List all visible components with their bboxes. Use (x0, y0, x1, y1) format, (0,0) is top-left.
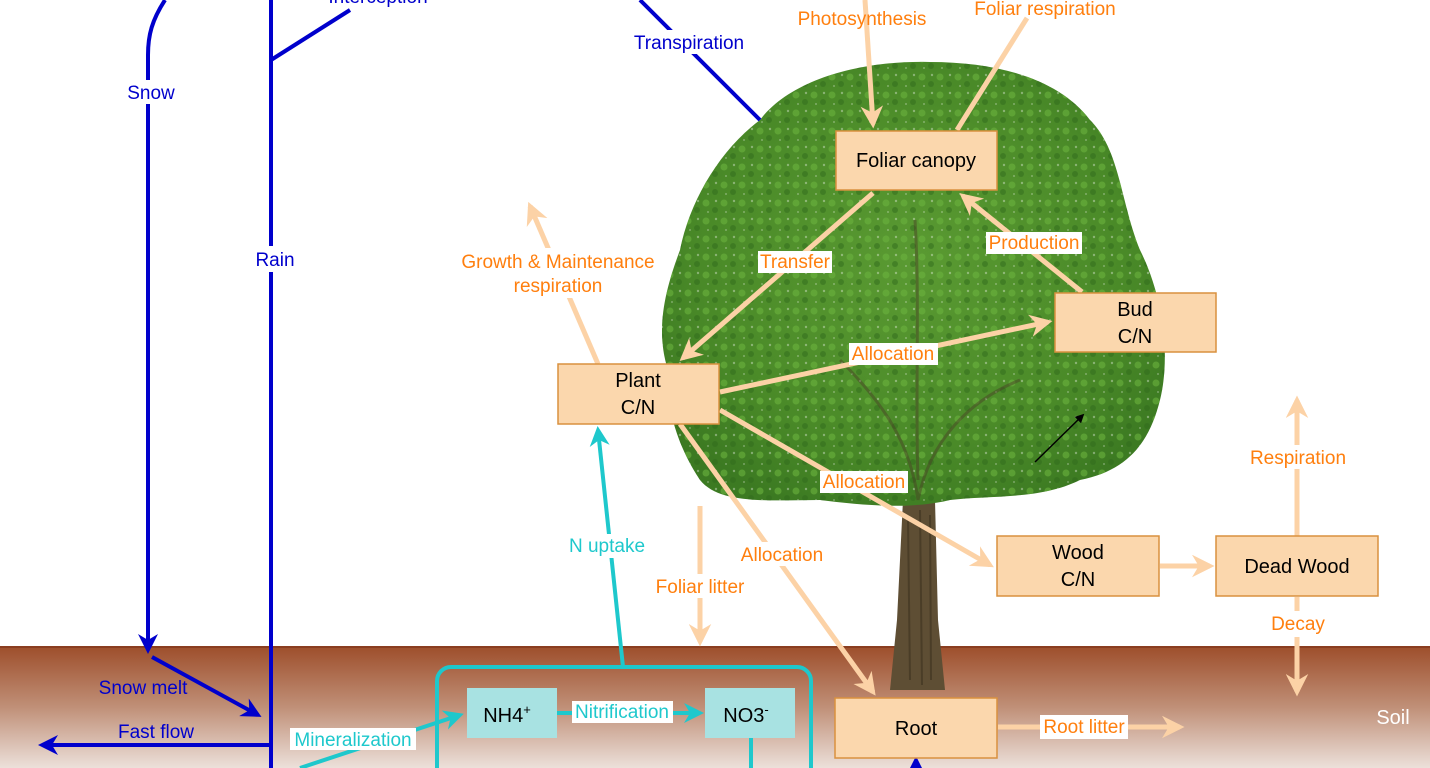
root-box (834, 697, 998, 759)
plant-cn-label: C/N (621, 397, 655, 419)
label-backgrounds (290, 232, 1128, 750)
respiration-label: Respiration (1250, 448, 1346, 469)
nitrification-label: Nitrification (575, 702, 669, 723)
snow-arrow (138, 0, 167, 654)
decay-label: Decay (1271, 614, 1325, 635)
mineralization-label: Mineralization (294, 730, 411, 751)
water-flows (38, 0, 926, 768)
snow-label: Snow (127, 83, 175, 104)
nh4-label: NH4+ (483, 702, 531, 727)
black-annotation-arrow (1034, 413, 1085, 463)
transfer-label: Transfer (760, 252, 831, 273)
tree-trunk-texture (907, 509, 932, 686)
production-label-bg (986, 232, 1082, 254)
transpiration-label: Transpiration (634, 33, 744, 54)
transfer-arrow (679, 191, 875, 361)
root-label: Root (895, 718, 938, 740)
fast-flow-label: Fast flow (118, 722, 194, 743)
interception-label: Interception (328, 0, 427, 8)
foliar-litter-label-mask (650, 574, 750, 598)
root-litter-label-bg (1040, 715, 1128, 739)
transpiration-line (638, 0, 762, 122)
respiration-label-mask (1245, 445, 1350, 469)
tree-canopy-texture (661, 61, 1165, 506)
allocation-wood-label-bg (820, 471, 908, 493)
soil-label: Soil (1376, 707, 1409, 729)
allocation-root-label-mask (737, 542, 827, 566)
production-label: Production (989, 233, 1080, 254)
tree-trunk (890, 500, 945, 690)
interception-line (269, 8, 352, 62)
allocation-root-label: Allocation (741, 545, 823, 566)
foliar-respiration-label: Foliar respiration (974, 0, 1116, 20)
wood-label: Wood (1052, 542, 1104, 564)
foliar-respiration-line (954, 16, 1030, 132)
allocation-bud-label: Allocation (852, 344, 934, 365)
pool-boxes: Foliar canopy Bud C/N Plant C/N Wood C/N… (467, 130, 1379, 759)
plant-label: Plant (615, 370, 661, 392)
bud-label: Bud (1117, 299, 1153, 321)
rain-label: Rain (255, 250, 294, 271)
no3-label: NO3- (723, 702, 768, 727)
wood-cn-label: C/N (1061, 569, 1095, 591)
mineralization-label-bg (290, 728, 416, 750)
photosynthesis-arrow (860, 0, 884, 129)
growth-label-mask (452, 248, 664, 298)
snow-melt-arrow (151, 655, 262, 717)
dead-wood-label: Dead Wood (1244, 556, 1349, 578)
allocation-wood-label: Allocation (823, 472, 905, 493)
growth-maintenance-label: Growth & Maintenance (461, 252, 654, 273)
transpiration-label-mask (628, 30, 750, 54)
snow-label-mask (125, 80, 177, 104)
foliar-canopy-label: Foliar canopy (856, 150, 976, 172)
root-litter-label: Root litter (1043, 717, 1125, 738)
nitrification-label-bg (572, 701, 673, 723)
allocation-bud-label-bg (849, 343, 938, 365)
snow-melt-label: Snow melt (99, 678, 188, 699)
respiration-sublabel: respiration (514, 276, 603, 297)
decay-label-mask (1268, 611, 1328, 637)
plant-box (557, 363, 720, 425)
mineral-n-pool-frame (435, 665, 813, 768)
foliar-litter-label: Foliar litter (656, 577, 745, 598)
n-uptake-label: N uptake (569, 536, 645, 557)
line-label-masks (125, 30, 1350, 637)
nh4-box (467, 688, 557, 738)
n-uptake-label-mask (563, 534, 651, 558)
rain-label-mask (252, 246, 298, 272)
bud-box (1054, 292, 1217, 353)
transfer-label-bg (758, 251, 832, 273)
dead-wood-box (1215, 535, 1379, 597)
no3-box (705, 688, 795, 738)
foliar-canopy-box (835, 130, 998, 191)
photosynthesis-label: Photosynthesis (798, 9, 927, 30)
tree-illustration (661, 61, 1165, 690)
wood-box (996, 535, 1160, 597)
bud-cn-label: C/N (1118, 326, 1152, 348)
